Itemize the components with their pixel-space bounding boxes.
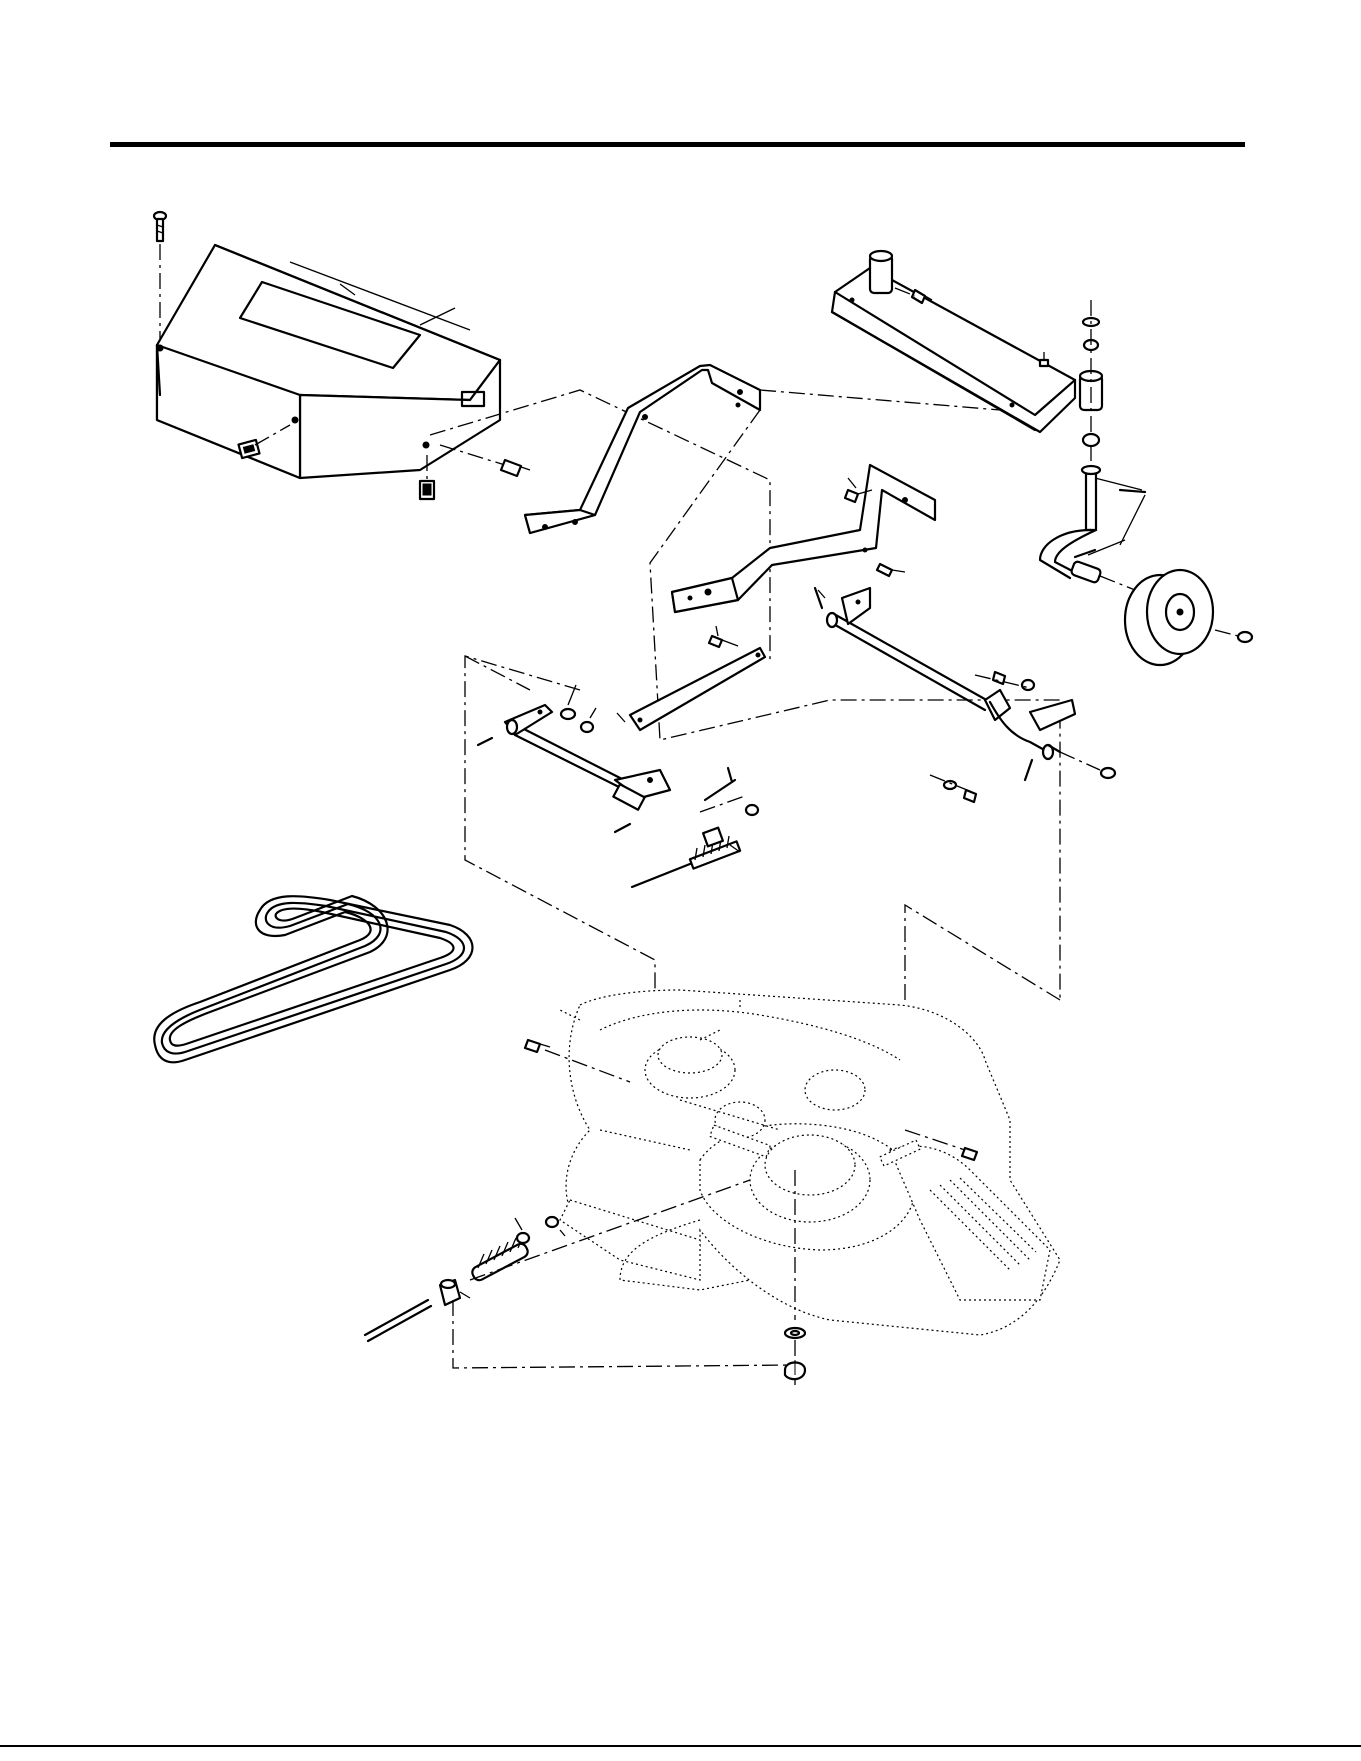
gauge-wheel xyxy=(1125,570,1213,665)
deck-cover xyxy=(157,245,500,478)
mower-deck xyxy=(560,990,1060,1335)
link-bar xyxy=(630,648,765,730)
drive-belt xyxy=(154,896,472,1062)
spring-rod xyxy=(365,1300,431,1341)
rear-lift-shaft xyxy=(827,588,1075,759)
adjuster-rod xyxy=(632,805,758,887)
footer-rule xyxy=(0,1745,1361,1747)
front-hanger-bracket xyxy=(525,365,760,533)
gauge-wheel-arm xyxy=(1040,434,1102,583)
u-bracket-rear xyxy=(672,465,935,612)
u-bracket-front xyxy=(832,251,1102,432)
cover-bolt xyxy=(154,212,166,350)
